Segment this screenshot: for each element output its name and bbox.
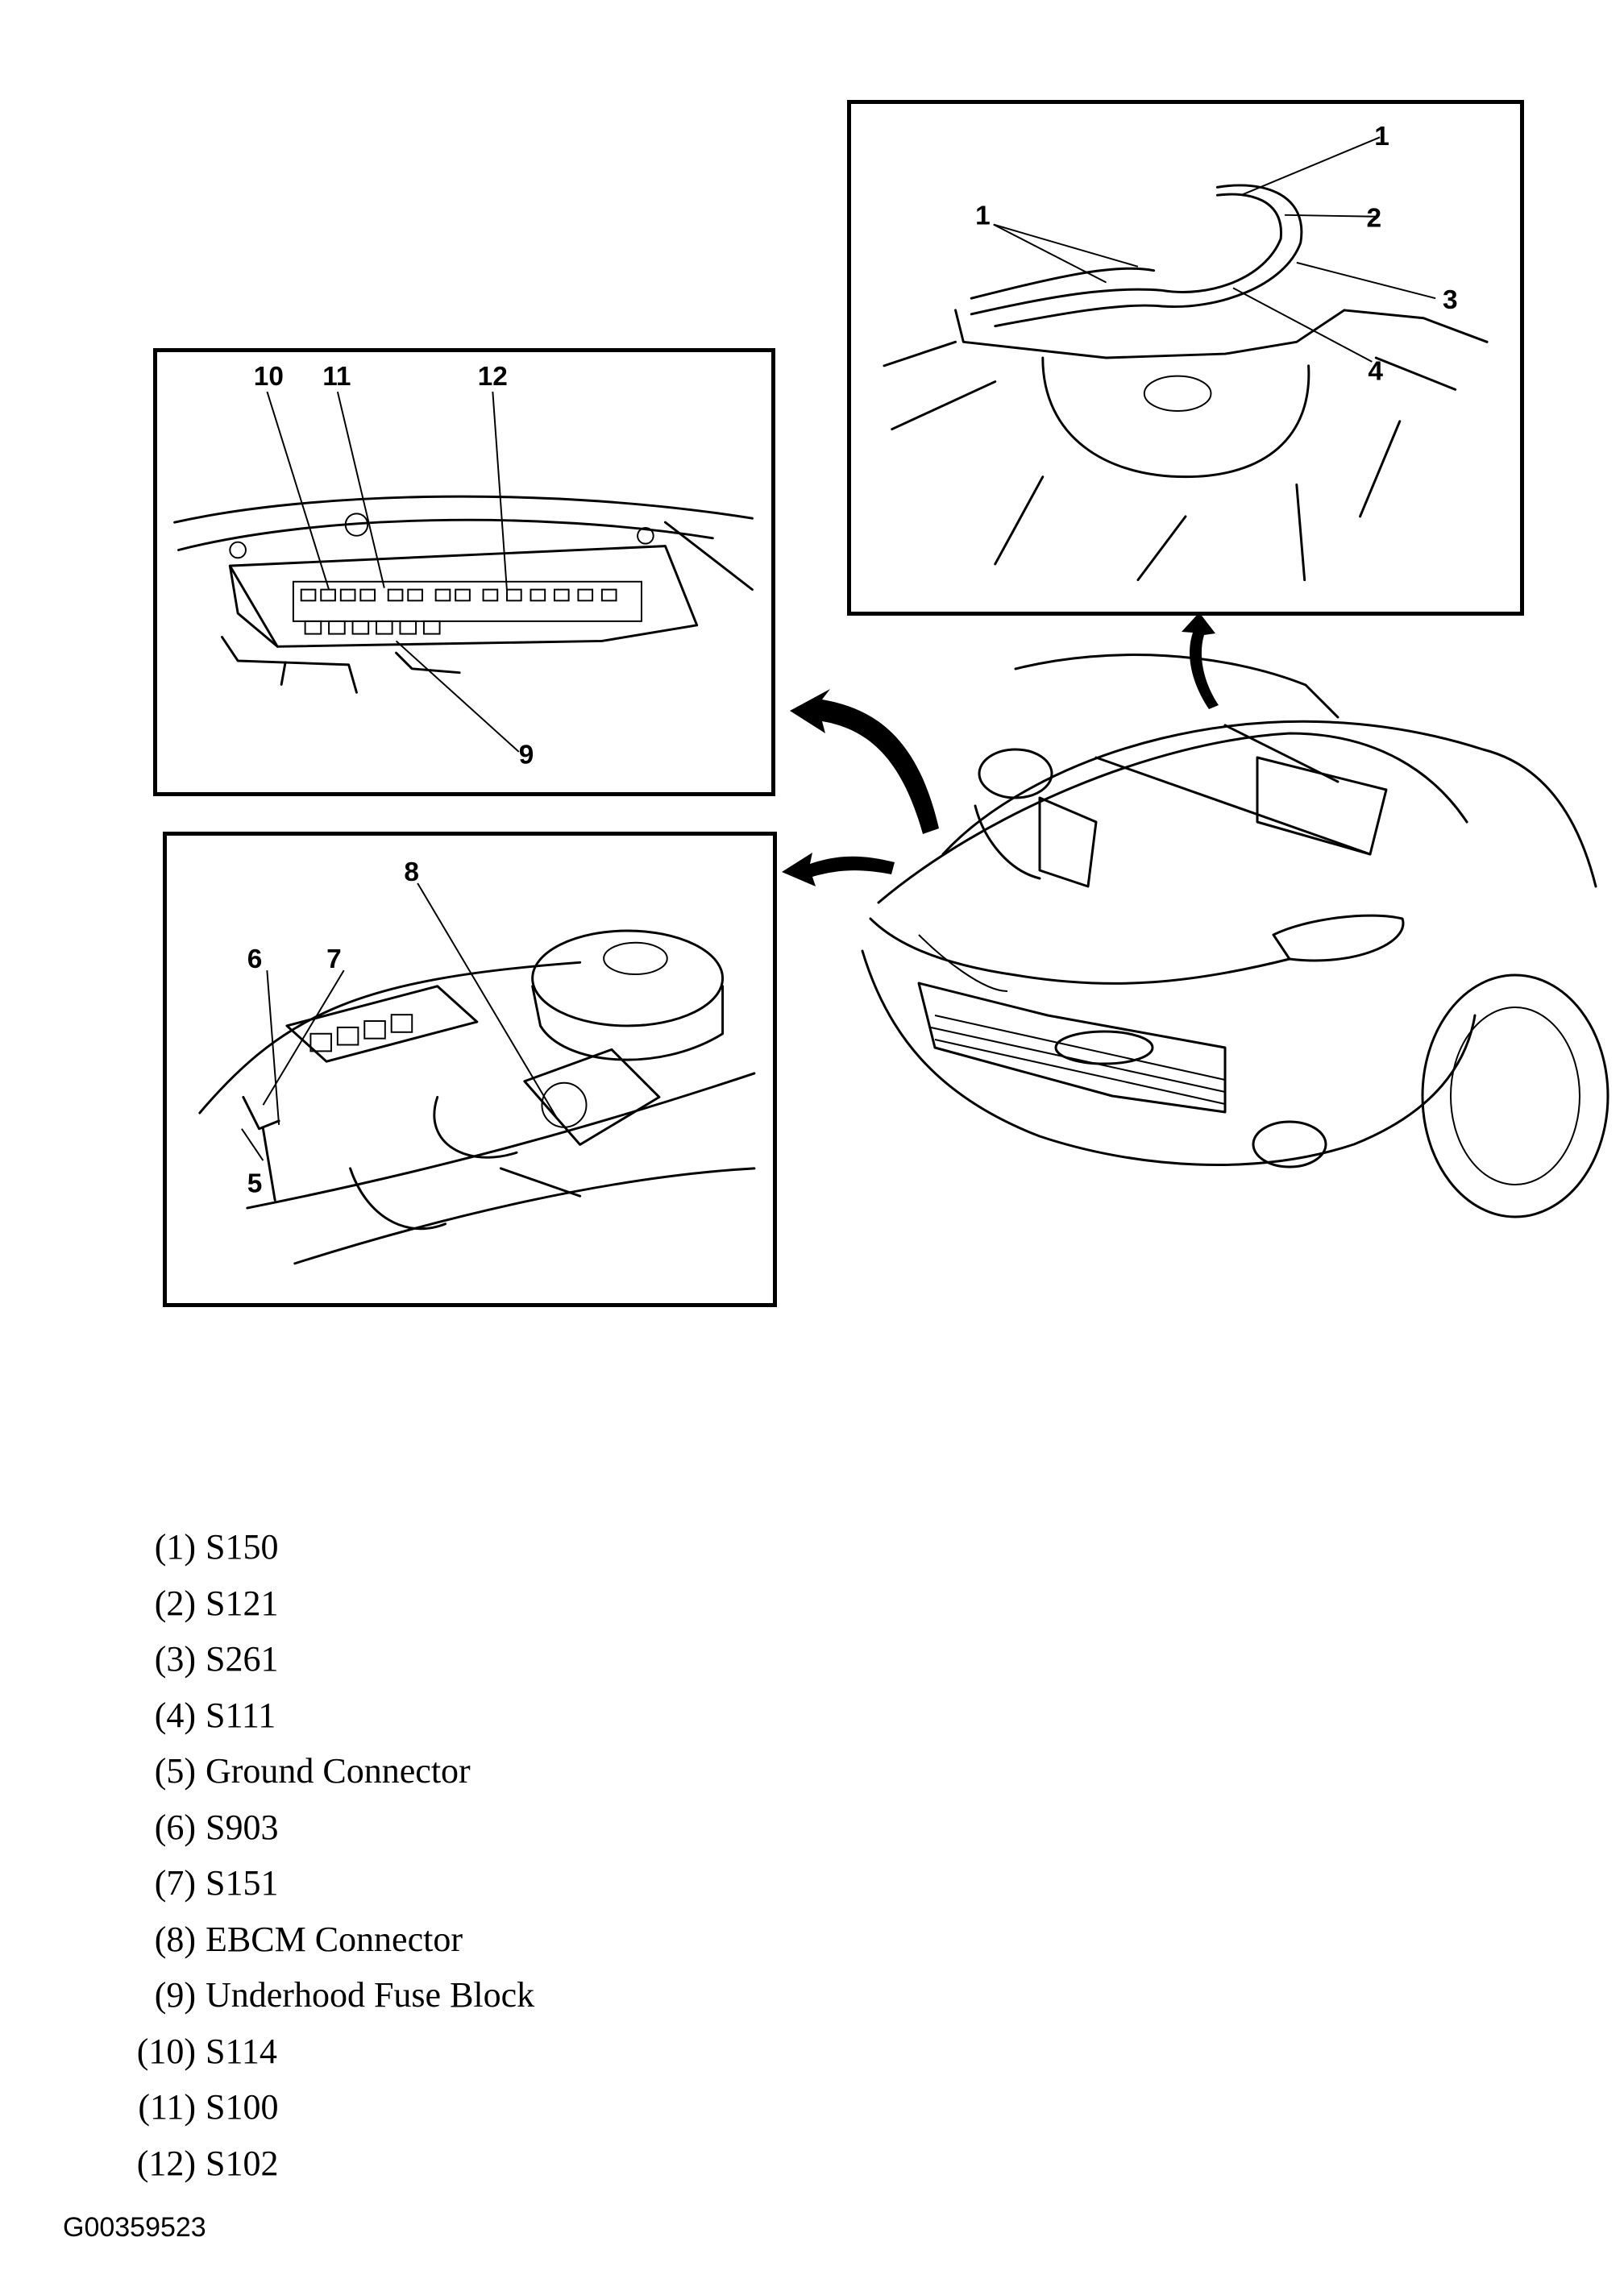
harness-illustration: 1 1 2 3 4 [883, 122, 1489, 582]
legend-number: (1) [154, 1527, 196, 1567]
legend-number: (8) [154, 1919, 196, 1959]
callout-2: 2 [1366, 204, 1381, 234]
legend-item: (5)Ground Connector [115, 1743, 534, 1799]
legend-item: (12)S102 [115, 2136, 534, 2192]
callout-1-upper: 1 [1374, 122, 1389, 152]
figure-id: G00359523 [63, 2212, 206, 2243]
callout-4: 4 [1368, 357, 1383, 387]
callout-1-left: 1 [975, 201, 991, 231]
legend-list: (1)S150 (2)S121 (3)S261 (4)S111 (5)Groun… [115, 1519, 535, 2192]
legend-item: (2)S121 [115, 1575, 534, 1632]
legend-item: (3)S261 [115, 1631, 534, 1687]
legend-item: (9)Underhood Fuse Block [115, 1967, 535, 2024]
legend-item: (8)EBCM Connector [115, 1911, 534, 1968]
legend-label: S261 [206, 1639, 279, 1679]
callout-10: 10 [254, 362, 284, 392]
callout-6: 6 [247, 944, 263, 974]
legend-label: EBCM Connector [206, 1919, 463, 1959]
callout-7: 7 [326, 944, 342, 974]
legend-number: (10) [136, 2031, 196, 2071]
callout-11: 11 [322, 362, 351, 392]
harness-inset: 1 1 2 3 4 [847, 100, 1524, 616]
ebcm-inset: 8 6 7 5 [163, 832, 777, 1307]
legend-item: (11)S100 [115, 2079, 534, 2136]
legend-number: (9) [154, 1975, 196, 2015]
legend-label: S100 [206, 2087, 279, 2127]
legend-item: (10)S114 [115, 2024, 534, 2080]
legend-item: (6)S903 [115, 1799, 534, 1856]
legend-label: S121 [206, 1583, 279, 1623]
callout-8: 8 [404, 857, 419, 887]
fuse-block-illustration: 10 11 12 9 [173, 362, 754, 770]
legend-number: (5) [154, 1751, 196, 1791]
vehicle-illustration [782, 612, 1609, 1218]
legend-item: (7)S151 [115, 1855, 534, 1911]
legend-item: (1)S150 [115, 1519, 534, 1575]
legend-label: Ground Connector [206, 1751, 471, 1791]
legend-item: (4)S111 [115, 1687, 534, 1744]
legend-label: S150 [206, 1527, 279, 1567]
legend-number: (12) [136, 2143, 196, 2183]
legend-label: Underhood Fuse Block [206, 1975, 535, 2015]
legend-number: (6) [154, 1807, 196, 1847]
callout-12: 12 [478, 362, 508, 392]
legend-label: S903 [206, 1807, 279, 1847]
legend-label: S151 [206, 1863, 279, 1903]
legend-number: (3) [154, 1639, 196, 1679]
legend-number: (2) [154, 1583, 196, 1623]
callout-3: 3 [1443, 285, 1458, 315]
legend-number: (4) [154, 1695, 196, 1735]
legend-number: (11) [138, 2087, 196, 2127]
legend-label: S111 [206, 1695, 276, 1735]
ebcm-illustration: 8 6 7 5 [198, 857, 756, 1265]
legend-number: (7) [154, 1863, 196, 1903]
callout-5: 5 [247, 1168, 263, 1198]
fuse-block-inset: 10 11 12 9 [153, 348, 775, 796]
legend-label: S114 [206, 2031, 277, 2071]
callout-9: 9 [519, 741, 534, 770]
legend-label: S102 [206, 2143, 279, 2183]
